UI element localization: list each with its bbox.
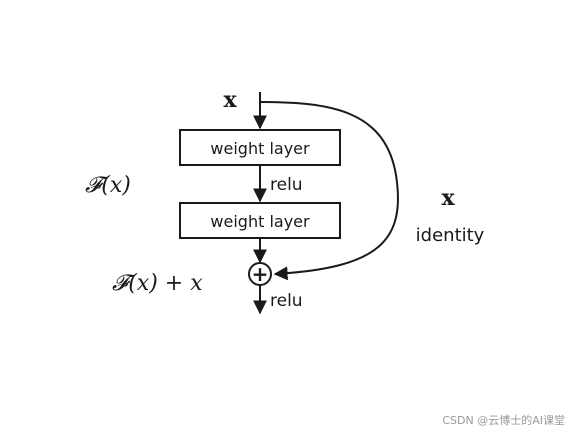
weight-layer-2-label: weight layer — [210, 212, 310, 231]
sum-symbol: + — [252, 262, 269, 286]
watermark-text: CSDN @云博士的AI课堂 — [442, 413, 565, 427]
output-sum-label: 𝓕(x) + x — [112, 271, 203, 296]
identity-label: identity — [416, 225, 485, 246]
identity-shortcut-arrow — [259, 101, 399, 281]
input-label: x — [223, 87, 237, 113]
relu-1-label: relu — [270, 175, 303, 195]
shortcut-x-label: x — [441, 185, 455, 211]
weight-layer-2-box — [179, 202, 341, 239]
residual-function-label: 𝓕(x) — [85, 173, 131, 198]
relu-2-label: relu — [270, 291, 303, 311]
weight-layer-1-label: weight layer — [210, 139, 310, 158]
